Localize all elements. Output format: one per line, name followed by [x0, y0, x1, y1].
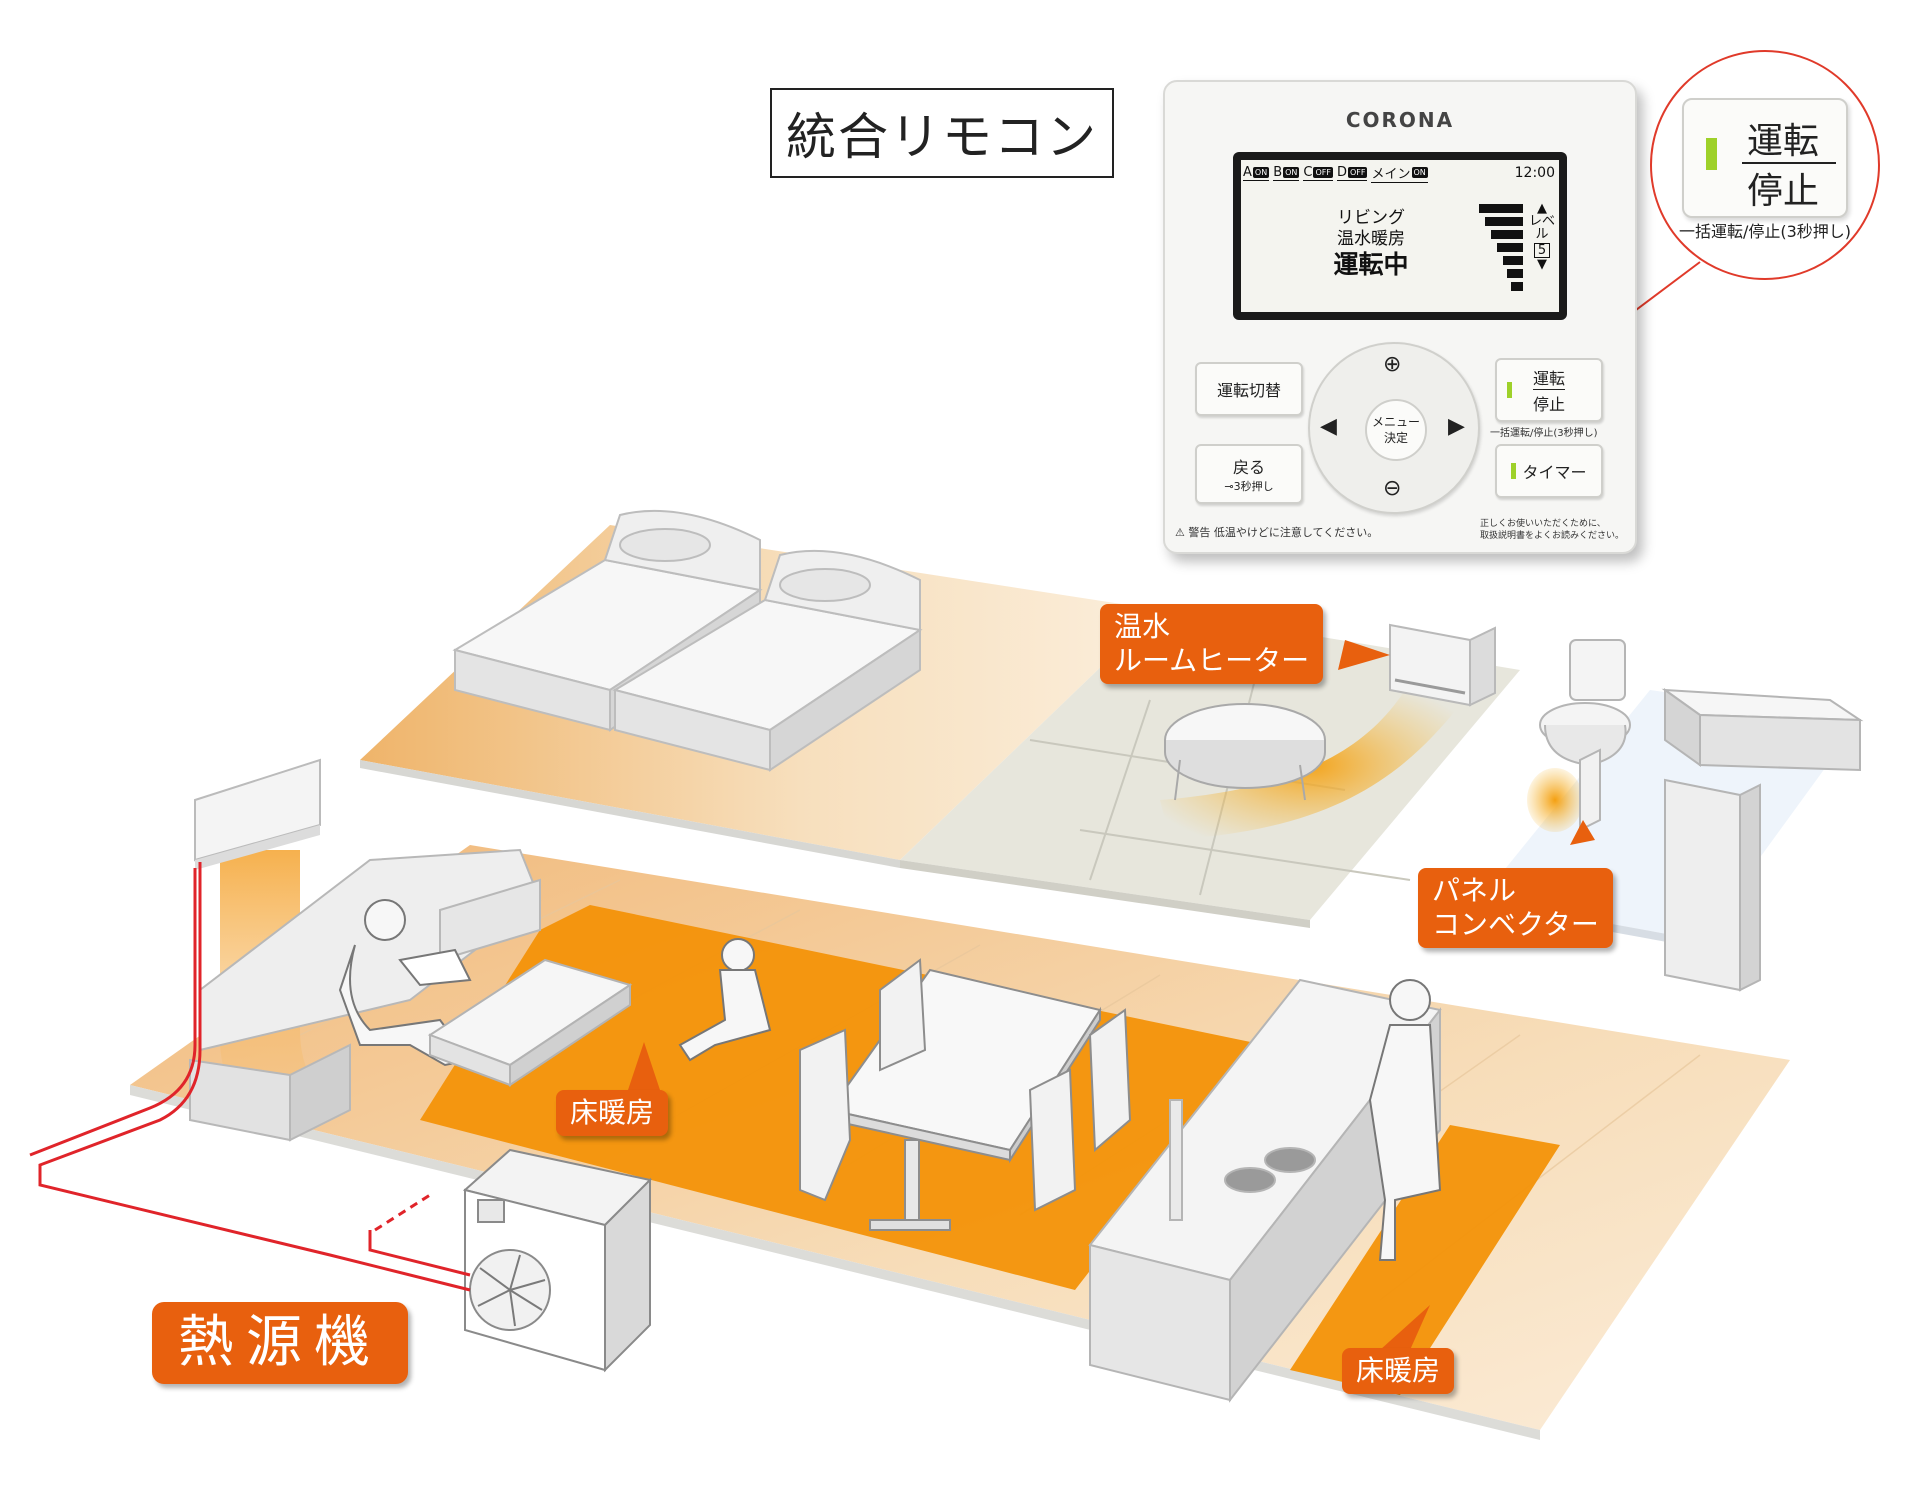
zoom-led-icon: [1706, 138, 1717, 170]
floor-heating-label-kitchen: 床暖房: [1342, 1348, 1455, 1394]
warning-icon: ⚠: [1175, 526, 1185, 539]
zoomed-power-button: 運転 停止: [1682, 98, 1848, 218]
child-reading: [678, 938, 772, 1062]
level-up-icon: ▲: [1537, 201, 1547, 216]
back-sub-label: ⊸3秒押し: [1224, 480, 1274, 493]
brand-logo: CORONA: [1345, 108, 1455, 132]
level-value: 5: [1533, 243, 1551, 258]
mode-name: 温水暖房: [1337, 229, 1405, 249]
zoom-divider: [1742, 162, 1836, 164]
heat-source-unit: [462, 1148, 653, 1373]
menu-label: メニュー: [1371, 415, 1420, 429]
floor-heating-zone-kitchen: [1290, 1125, 1560, 1395]
room-heater: [1160, 623, 1496, 840]
room-name: リビング: [1337, 208, 1405, 228]
back-label: 戻る: [1232, 458, 1265, 477]
timer-led-icon: [1511, 463, 1517, 479]
floor-heating-label-living: 床暖房: [556, 1090, 669, 1136]
sofa: [189, 848, 542, 1142]
mother-washing: [1368, 979, 1442, 1261]
timer-label: タイマー: [1522, 463, 1587, 482]
coffee-table: [427, 958, 633, 1087]
heat-source-label: 熱源機: [152, 1302, 408, 1384]
room-heater-label: 温水 ルームヒーター: [1100, 604, 1324, 684]
panel-heat-glow: [1527, 768, 1583, 832]
direction-pad: ⊕ ⊖ ◀ ▶ メニュー決定: [1308, 342, 1480, 514]
lcd-status-text: リビング 温水暖房 運転中: [1301, 208, 1441, 280]
heating-pipes: [29, 862, 471, 1292]
level-bars: [1471, 204, 1523, 304]
right-arrow-button[interactable]: ▶: [1448, 414, 1465, 439]
level-label: レベル: [1529, 214, 1556, 242]
down-arrow-button[interactable]: ⊖: [1383, 476, 1402, 501]
power-note: 一括運転/停止(3秒押し): [1490, 428, 1598, 439]
low-table: [1164, 703, 1326, 801]
dining-set: [799, 958, 1132, 1231]
label-pointers: [628, 640, 1595, 1350]
zoom-power-bottom: 停止: [1746, 171, 1819, 212]
power-led-icon: [1507, 382, 1512, 398]
twin-beds: [452, 509, 923, 772]
key-icon: ⊸: [1224, 480, 1234, 493]
menu-enter-button[interactable]: メニュー決定: [1365, 399, 1427, 461]
power-button[interactable]: 運転 停止: [1495, 358, 1603, 422]
bathtub: [1661, 688, 1864, 992]
level-down-icon: ▼: [1537, 257, 1547, 272]
mode-switch-button[interactable]: 運転切替: [1195, 362, 1303, 416]
up-arrow-button[interactable]: ⊕: [1383, 352, 1402, 377]
panel-convector: [1579, 748, 1601, 832]
level-indicator: ▲ レベル 5 ▼: [1529, 202, 1555, 271]
zoom-note: 一括運転/停止(3秒押し): [1678, 222, 1852, 241]
zoom-power-top: 運転: [1746, 121, 1819, 162]
power-label-top: 運転: [1532, 369, 1565, 388]
bedroom-floor-edge: [360, 760, 900, 868]
timer-button[interactable]: タイマー: [1495, 444, 1603, 498]
power-button-zoom-callout: 運転 停止 一括運転/停止(3秒押し): [1650, 50, 1880, 280]
manual-note: 正しくお使いいただくために、 取扱説明書をよくお読みください。: [1480, 519, 1625, 541]
toilet: [1539, 639, 1631, 767]
kitchen-counter: [1088, 978, 1442, 1403]
clock: 12:00: [1514, 165, 1555, 181]
warning-text: ⚠ 警告 低温やけどに注意してください。: [1175, 526, 1379, 539]
power-label-bottom: 停止: [1532, 389, 1565, 415]
panel-convector-label: パネル コンベクター: [1418, 868, 1613, 948]
enter-label: 決定: [1383, 431, 1408, 445]
run-state: 運転中: [1333, 250, 1409, 279]
integrated-remote-title: 統合リモコン: [770, 88, 1114, 178]
back-button[interactable]: 戻る ⊸3秒押し: [1195, 444, 1303, 504]
left-arrow-button[interactable]: ◀: [1320, 414, 1337, 439]
